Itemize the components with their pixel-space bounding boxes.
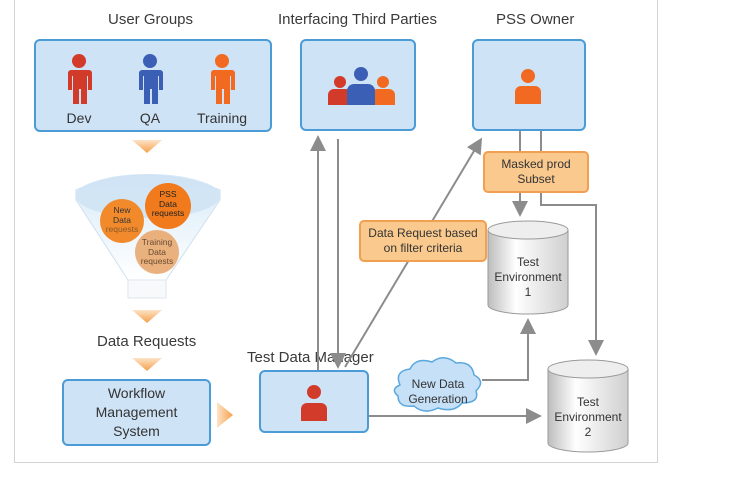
chevron-down-icon [132,358,162,371]
test-environment-2-cylinder [547,359,629,453]
chevron-down-icon [132,140,162,153]
workflow-box[interactable] [62,379,211,446]
third-parties-heading: Interfacing Third Parties [278,11,437,28]
pss-owner-icon [515,69,541,104]
test-data-manager-box[interactable] [259,370,369,433]
third-party-group-icon [328,67,395,105]
dev-label: Dev [66,110,92,126]
pss-owner-box [472,39,586,131]
pss-owner-heading: PSS Owner [496,11,575,28]
dev-person-icon [68,54,92,104]
data-requests-heading: Data Requests [97,333,197,350]
test-data-manager-icon [301,385,327,421]
training-label: Training [196,110,248,126]
diagram-frame [14,0,658,463]
pss-data-requests-circle [145,183,191,229]
chevron-down-icon [132,310,162,323]
cloud-shape [393,357,482,412]
user-groups-heading: User Groups [108,11,194,28]
new-data-requests-circle [100,199,144,243]
chevron-right-icon [217,402,233,428]
training-person-icon [211,54,235,104]
qa-person-icon [139,54,163,104]
training-data-requests-circle [135,230,179,274]
test-environment-1-cylinder [487,220,569,315]
qa-label: QA [139,110,161,126]
